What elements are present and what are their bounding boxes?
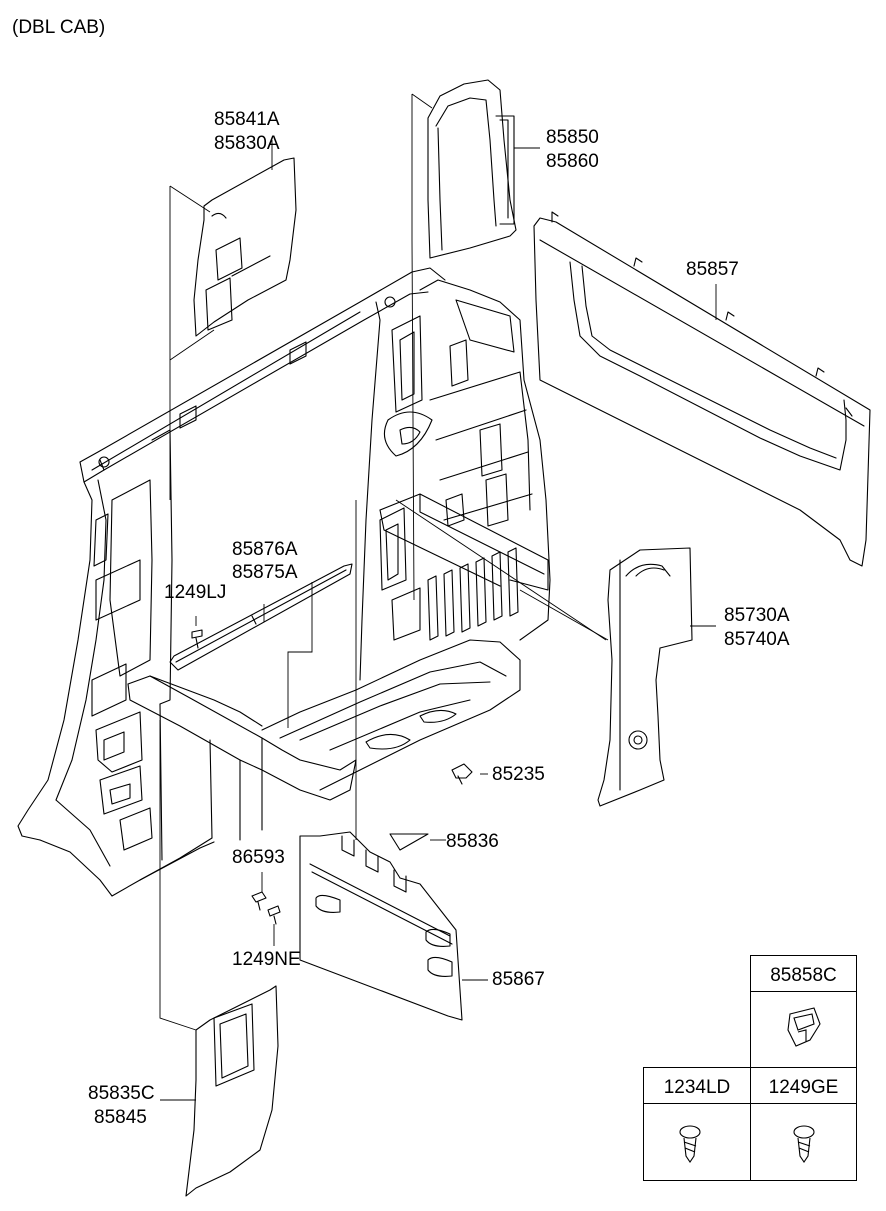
fastener-86593-icon[interactable] (251, 891, 267, 911)
leader-lines (159, 93, 717, 1101)
screw-1234LD-icon (679, 1125, 701, 1163)
screw-1249GE-icon (793, 1125, 815, 1163)
callout-86593[interactable]: 86593 (232, 847, 285, 868)
callout-85830A[interactable]: 85830A (214, 133, 280, 154)
callout-85845[interactable]: 85845 (94, 1107, 147, 1128)
fastener-label-1249GE: 1249GE (768, 1077, 839, 1098)
fastener-label-1234LD: 1234LD (663, 1077, 731, 1098)
part-85850-trim[interactable] (427, 79, 517, 259)
callout-85835C[interactable]: 85835C (88, 1083, 155, 1104)
callout-85876A[interactable]: 85876A (232, 539, 298, 560)
callout-85730A[interactable]: 85730A (724, 605, 790, 626)
callout-1249NE[interactable]: 1249NE (232, 949, 301, 970)
callout-85860[interactable]: 85860 (546, 151, 599, 172)
fastener-table-graphics (679, 1007, 821, 1163)
callout-85841A[interactable]: 85841A (214, 109, 280, 130)
callout-85836[interactable]: 85836 (446, 831, 499, 852)
fastener-1249NE-icon[interactable] (267, 905, 281, 925)
fastener-1249LJ-icon[interactable] (191, 629, 203, 649)
fastener-cell-1234LD: 1234LD (643, 1067, 751, 1181)
diagram-title: (DBL CAB) (12, 17, 106, 38)
callout-85875A[interactable]: 85875A (232, 562, 298, 583)
part-85841A-trim[interactable] (193, 157, 297, 337)
part-85835C-trim[interactable] (185, 985, 279, 1197)
part-85836-icon[interactable] (389, 833, 429, 851)
callout-85235[interactable]: 85235 (492, 764, 545, 785)
fastener-85235-icon[interactable] (451, 763, 473, 785)
part-85867-panel[interactable] (299, 831, 463, 1021)
fastener-cell-1249GE: 1249GE (750, 1067, 857, 1181)
part-85730A-trim[interactable] (597, 547, 693, 807)
part-85876A-strip[interactable] (169, 563, 353, 671)
part-85857-trim[interactable] (533, 211, 871, 567)
body-side-structure (17, 267, 551, 897)
fastener-label-85858C: 85858C (770, 965, 837, 986)
callout-85857[interactable]: 85857 (686, 259, 739, 280)
callout-85867[interactable]: 85867 (492, 969, 545, 990)
callout-85740A[interactable]: 85740A (724, 629, 790, 650)
callout-1249LJ[interactable]: 1249LJ (164, 582, 227, 603)
clip-85858C-icon (787, 1007, 821, 1047)
fastener-cell-85858C: 85858C (750, 955, 857, 1068)
callout-85850[interactable]: 85850 (546, 127, 599, 148)
